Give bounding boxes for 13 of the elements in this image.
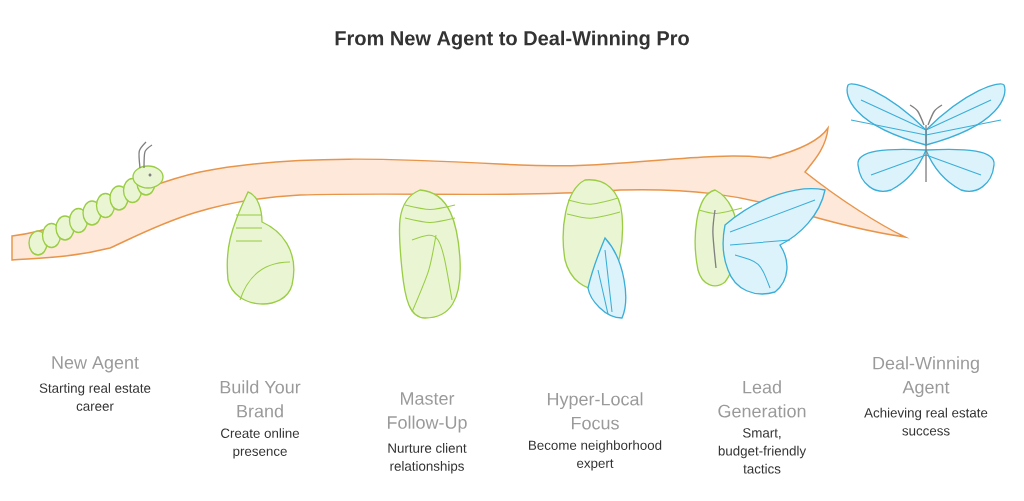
stage-description: Smart, budget-friendly tactics — [718, 428, 807, 474]
stage-heading: Hyper-Local Focus — [547, 392, 643, 430]
stage-heading: New Agent — [52, 356, 139, 373]
stage-heading: Build Your Brand — [220, 380, 301, 418]
title: From New Agent to Deal-Winning Pro — [335, 30, 689, 50]
stage-heading: Lead Generation — [718, 380, 806, 418]
stage-description: Achieving real estate success — [864, 407, 988, 436]
stage-description: Nurture client relationships — [388, 443, 467, 474]
stage-description: Starting real estate career — [39, 383, 151, 411]
stage-description: Become neighborhood expert — [529, 440, 662, 471]
stage-description: Create online presence — [221, 428, 300, 459]
stage-heading: Deal-Winning Agent — [873, 356, 979, 398]
stage-heading: Master Follow-Up — [388, 392, 467, 433]
